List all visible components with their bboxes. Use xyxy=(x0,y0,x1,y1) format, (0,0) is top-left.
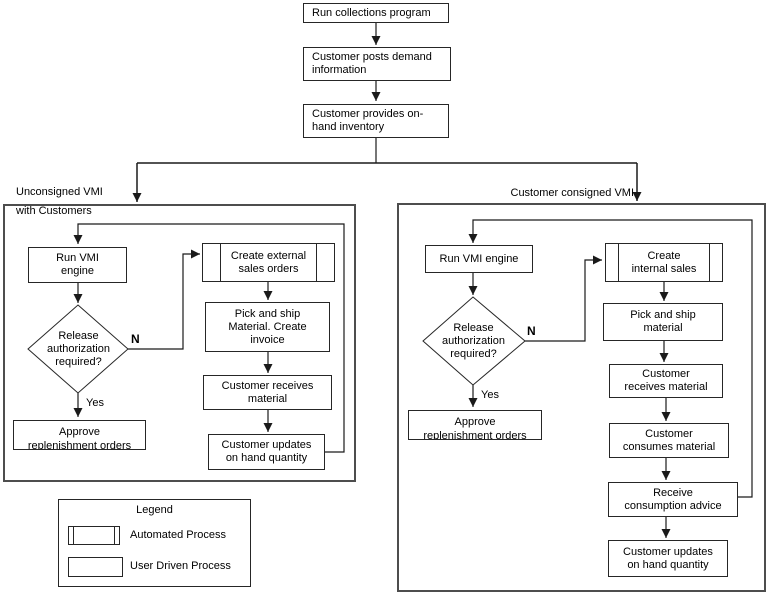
process-box-consumption-advice: Receive consumption advice xyxy=(608,482,738,517)
decision-yes-label-right: Yes xyxy=(481,389,499,401)
process-box-approve-left: Approve replenishment orders xyxy=(13,420,146,450)
process-label: Run collections program xyxy=(312,6,431,19)
process-label: Customer consumes material xyxy=(622,427,716,453)
process-label: Create internal sales xyxy=(631,249,697,275)
automated-bar xyxy=(618,243,619,282)
process-box-run-vmi-right: Run VMI engine xyxy=(425,245,533,273)
decision-label-right: Release authorization required? xyxy=(442,322,505,360)
process-box-posts-demand: Customer posts demand information xyxy=(303,47,451,81)
consigned-vmi-container xyxy=(397,203,766,592)
process-box-run-collections: Run collections program xyxy=(303,3,449,23)
process-box-approve-right: Approve replenishment orders xyxy=(408,410,542,440)
process-label: Customer receives material xyxy=(624,368,708,393)
process-box-provides-onhand: Customer provides on- hand inventory xyxy=(303,104,449,138)
automated-bar xyxy=(73,526,74,545)
process-box-pick-ship-right: Pick and ship material xyxy=(603,303,723,341)
process-label: Customer provides on- hand inventory xyxy=(312,108,424,133)
process-label: Approve replenishment orders xyxy=(423,416,527,440)
process-label: Customer posts demand information xyxy=(312,51,432,76)
process-label: Run VMI engine xyxy=(439,252,519,265)
automated-bar xyxy=(709,243,710,282)
decision-label-left: Release authorization required? xyxy=(47,330,110,368)
process-label: Run VMI engine xyxy=(56,252,99,277)
process-box-create-internal-sales: Create internal sales xyxy=(605,243,723,282)
legend-user-driven-label: User Driven Process xyxy=(130,560,231,572)
automated-bar xyxy=(220,243,221,282)
process-box-updates-right: Customer updates on hand quantity xyxy=(608,540,728,577)
process-label: Pick and ship Material. Create invoice xyxy=(228,307,307,346)
process-box-pick-ship-left: Pick and ship Material. Create invoice xyxy=(205,302,330,352)
process-label: Approve replenishment orders xyxy=(27,426,132,450)
process-label: Customer receives material xyxy=(221,379,314,405)
left-branch-title-line1: Unconsigned VMI xyxy=(16,186,103,198)
process-label: Customer updates on hand quantity xyxy=(623,545,713,571)
process-box-updates-left: Customer updates on hand quantity xyxy=(208,434,325,470)
decision-no-label-left: N xyxy=(131,332,140,346)
process-label: Create external sales orders xyxy=(230,249,307,275)
process-label: Receive consumption advice xyxy=(624,486,722,512)
process-box-consumes-right: Customer consumes material xyxy=(609,423,729,458)
legend-title: Legend xyxy=(136,504,173,516)
process-box-receives-left: Customer receives material xyxy=(203,375,332,410)
process-box-run-vmi-left: Run VMI engine xyxy=(28,247,127,283)
automated-bar xyxy=(316,243,317,282)
process-box-receives-right: Customer receives material xyxy=(609,364,723,398)
left-branch-title-line2: with Customers xyxy=(16,205,92,217)
process-box-create-external-sales: Create external sales orders xyxy=(202,243,335,282)
automated-bar xyxy=(114,526,115,545)
unconsigned-vmi-container xyxy=(3,204,356,482)
process-label: Customer updates on hand quantity xyxy=(221,439,312,464)
decision-yes-label-left: Yes xyxy=(86,397,104,409)
legend-automated-label: Automated Process xyxy=(130,529,226,541)
process-label: Pick and ship material xyxy=(630,309,696,334)
right-branch-title: Customer consigned VMI xyxy=(510,187,635,199)
legend-automated-symbol xyxy=(68,526,120,545)
legend-user-driven-symbol xyxy=(68,557,123,577)
decision-no-label-right: N xyxy=(527,324,536,338)
